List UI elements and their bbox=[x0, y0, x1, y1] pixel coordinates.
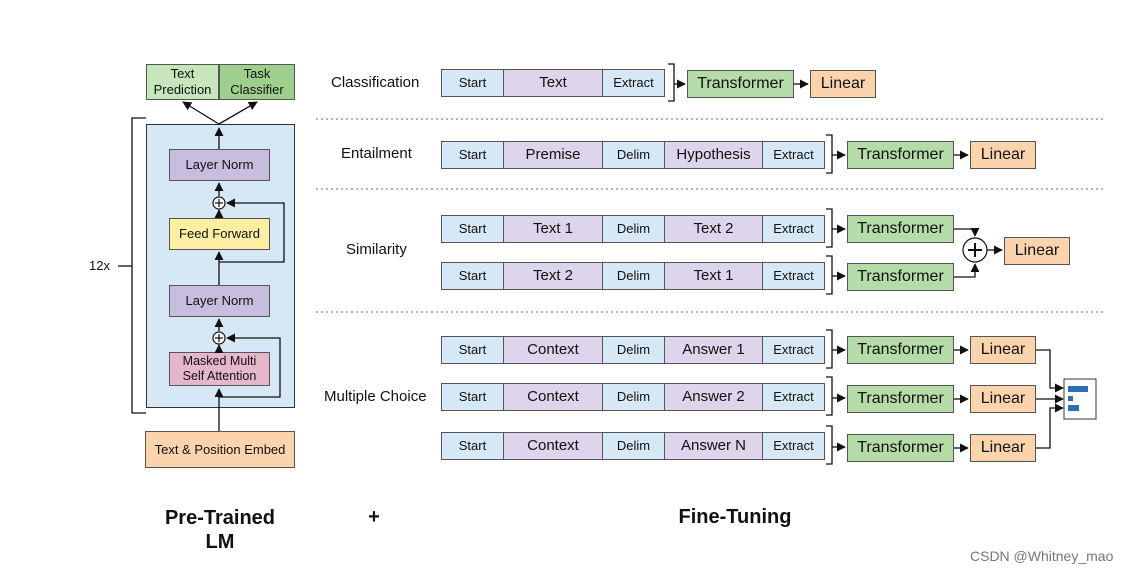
segment-delim: Delim bbox=[602, 336, 665, 364]
transformer-box: Transformer bbox=[847, 141, 954, 169]
segment-extract: Extract bbox=[762, 336, 825, 364]
layer-norm-top: Layer Norm bbox=[169, 149, 270, 181]
segment-extract: Extract bbox=[602, 69, 665, 97]
linear-box: Linear bbox=[970, 336, 1036, 364]
segment-context: Context bbox=[503, 336, 603, 364]
segment-text-2: Text 2 bbox=[503, 262, 603, 290]
pretrained-caption: Pre-Trained LM bbox=[164, 507, 276, 553]
transformer-box: Transformer bbox=[847, 385, 954, 413]
plus-caption: + bbox=[368, 506, 380, 528]
masked-multi-self-attention: Masked Multi Self Attention bbox=[169, 352, 270, 386]
segment-extract: Extract bbox=[762, 432, 825, 460]
segment-extract: Extract bbox=[762, 383, 825, 411]
linear-box: Linear bbox=[1004, 237, 1070, 265]
segment-start: Start bbox=[441, 69, 504, 97]
text-prediction-head: Text Prediction bbox=[146, 64, 219, 100]
linear-box: Linear bbox=[810, 70, 876, 98]
segment-delim: Delim bbox=[602, 432, 665, 460]
transformer-box: Transformer bbox=[687, 70, 794, 98]
segment-extract: Extract bbox=[762, 141, 825, 169]
segment-hypothesis: Hypothesis bbox=[664, 141, 763, 169]
transformer-box: Transformer bbox=[847, 215, 954, 243]
feed-forward: Feed Forward bbox=[169, 218, 270, 250]
segment-start: Start bbox=[441, 336, 504, 364]
segment-context: Context bbox=[503, 432, 603, 460]
segment-text-1: Text 1 bbox=[503, 215, 603, 243]
segment-extract: Extract bbox=[762, 262, 825, 290]
segment-extract: Extract bbox=[762, 215, 825, 243]
linear-box: Linear bbox=[970, 385, 1036, 413]
transformer-box: Transformer bbox=[847, 434, 954, 462]
segment-text: Text bbox=[503, 69, 603, 97]
segment-delim: Delim bbox=[602, 262, 665, 290]
segment-start: Start bbox=[441, 383, 504, 411]
segment-start: Start bbox=[441, 215, 504, 243]
segment-text-1: Text 1 bbox=[664, 262, 763, 290]
transformer-box: Transformer bbox=[847, 263, 954, 291]
task-label-entailment: Entailment bbox=[341, 145, 412, 162]
segment-premise: Premise bbox=[503, 141, 603, 169]
segment-start: Start bbox=[441, 262, 504, 290]
segment-delim: Delim bbox=[602, 383, 665, 411]
layer-norm-bottom: Layer Norm bbox=[169, 285, 270, 317]
transformer-box: Transformer bbox=[847, 336, 954, 364]
segment-text-2: Text 2 bbox=[664, 215, 763, 243]
task-label-classification: Classification bbox=[331, 74, 420, 91]
linear-box: Linear bbox=[970, 434, 1036, 462]
task-label-similarity: Similarity bbox=[346, 241, 407, 258]
linear-box: Linear bbox=[970, 141, 1036, 169]
segment-delim: Delim bbox=[602, 141, 665, 169]
segment-answer-1: Answer 1 bbox=[664, 336, 763, 364]
watermark: CSDN @Whitney_mao bbox=[970, 548, 1114, 564]
task-classifier-head: Task Classifier bbox=[219, 64, 295, 100]
task-label-multiple-choice: Multiple Choice bbox=[324, 388, 427, 405]
segment-delim: Delim bbox=[602, 215, 665, 243]
softmax-output-icon bbox=[1063, 378, 1097, 420]
segment-context: Context bbox=[503, 383, 603, 411]
repeat-count: 12x bbox=[89, 258, 110, 273]
text-position-embed: Text & Position Embed bbox=[145, 431, 295, 468]
segment-start: Start bbox=[441, 432, 504, 460]
segment-start: Start bbox=[441, 141, 504, 169]
segment-answer-2: Answer 2 bbox=[664, 383, 763, 411]
finetune-caption: Fine-Tuning bbox=[678, 506, 792, 528]
segment-answer-n: Answer N bbox=[664, 432, 763, 460]
